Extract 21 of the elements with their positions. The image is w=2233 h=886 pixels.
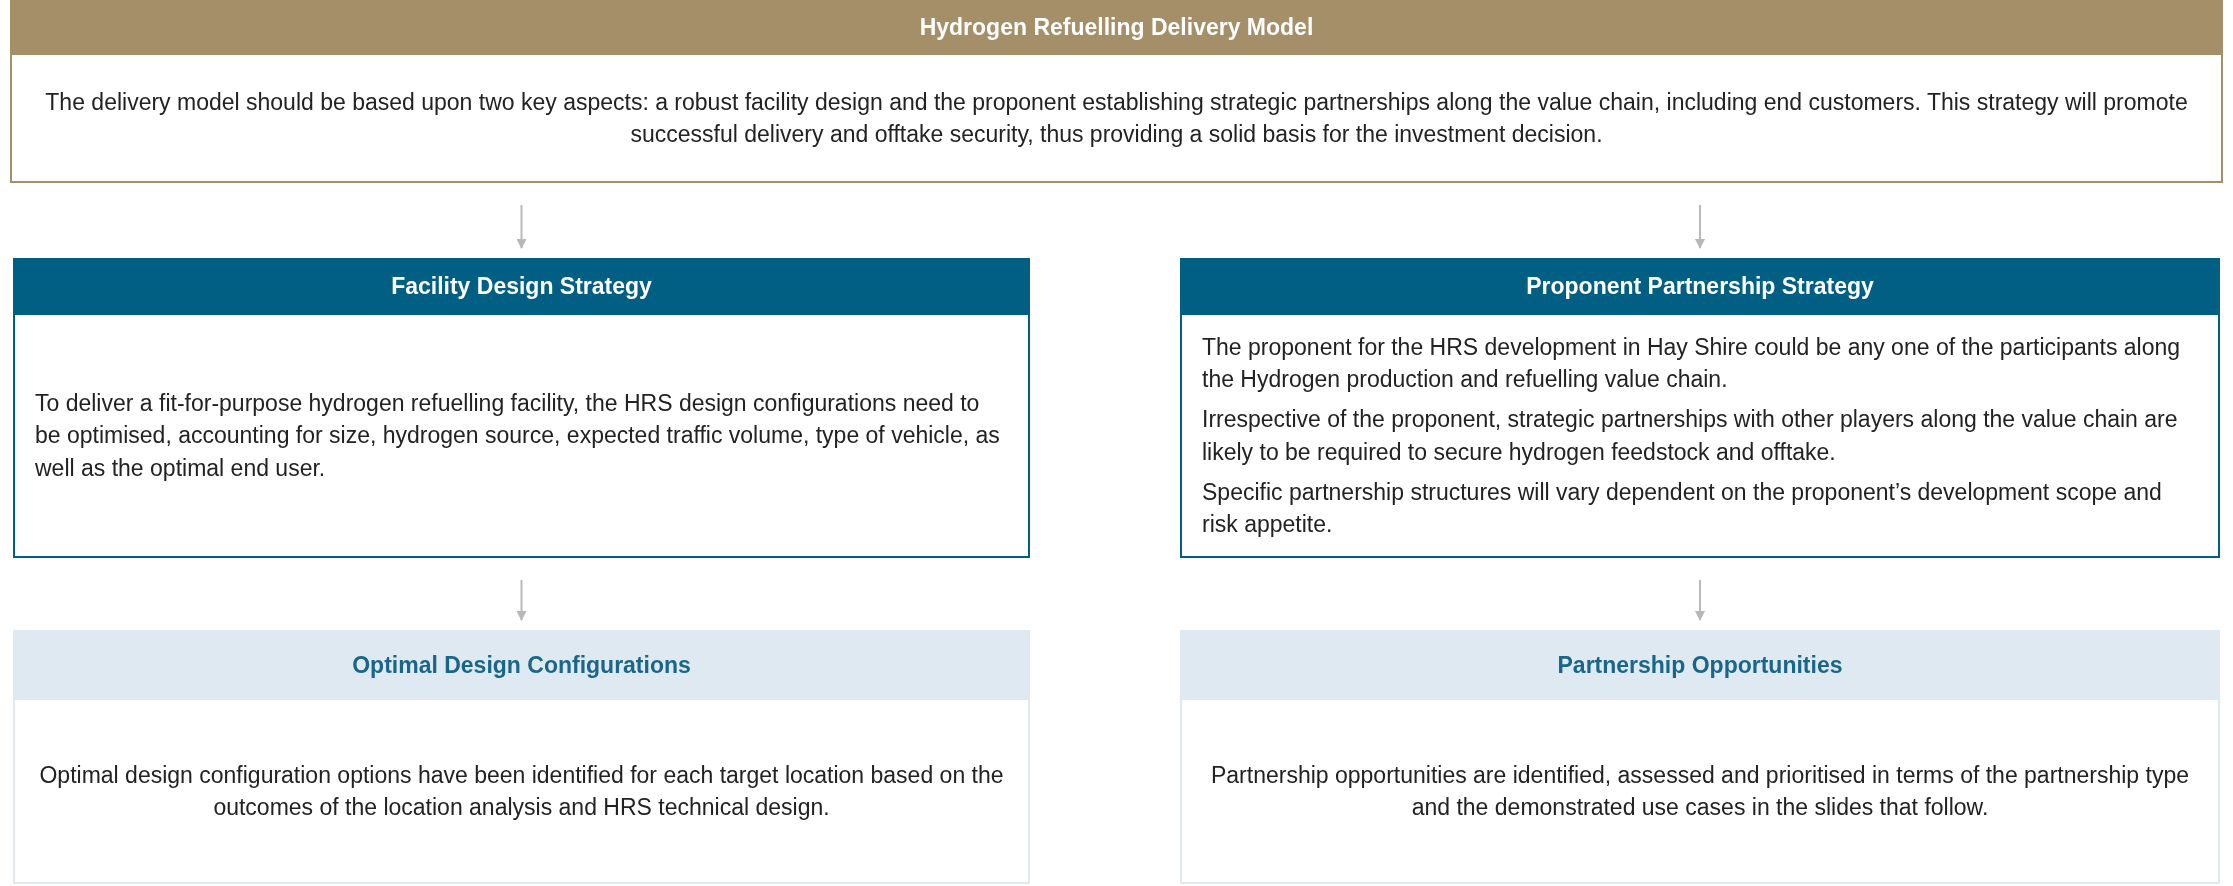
body-text: The delivery model should be based upon two key aspects: a robust facility design and the proponent establishing strategic partnerships along the value chain, including end customers. This strategy will promote successful delivery and offtake security, thus providing a solid basis for the investment decision. (44, 87, 2189, 149)
body-text: Irrespective of the proponent, strategic partnerships with other players along the value chain are likely to be required to secure hydrogen feedstock and offtake. (1202, 405, 2179, 467)
body-text: To deliver a fit-for-purpose hydrogen refuelling facility, the HRS design configurations need to be optimised, accounting for size, hydrogen source, expected traffic volume, type of vehicle, as well as the optimal end user. (35, 389, 1001, 483)
arrow (516, 204, 527, 249)
card-heading: Optimal Design Configurations (13, 630, 1030, 700)
strategy-card (1180, 258, 2220, 558)
card-heading: Proponent Partnership Strategy (1180, 258, 2220, 315)
strategy-card (13, 630, 1030, 884)
body-text: The proponent for the HRS development in Hay Shire could be any one of the participants along the Hydrogen production and refuelling value chain. (1202, 332, 2182, 395)
arrow (1695, 579, 1705, 621)
card-heading: Hydrogen Refuelling Delivery Model (10, 0, 2223, 55)
body-text: Optimal design configuration options have been identified for each target location based on the outcomes of the location analysis and HRS technical design. (38, 760, 1005, 822)
arrow (516, 579, 527, 621)
card-heading: Facility Design Strategy (13, 258, 1030, 315)
strategy-card (13, 258, 1030, 558)
body-text: Specific partnership structures will vary dependent on the proponent’s development scope and risk appetite. (1202, 477, 2163, 539)
strategy-card (1180, 630, 2220, 884)
strategy-card (10, 0, 2223, 183)
arrow (1695, 204, 1705, 249)
card-heading: Partnership Opportunities (1180, 630, 2220, 700)
body-text: Partnership opportunities are identified, assessed and prioritised in terms of the partnership type and the demonstrated use cases in the slides that follow. (1209, 760, 2190, 822)
